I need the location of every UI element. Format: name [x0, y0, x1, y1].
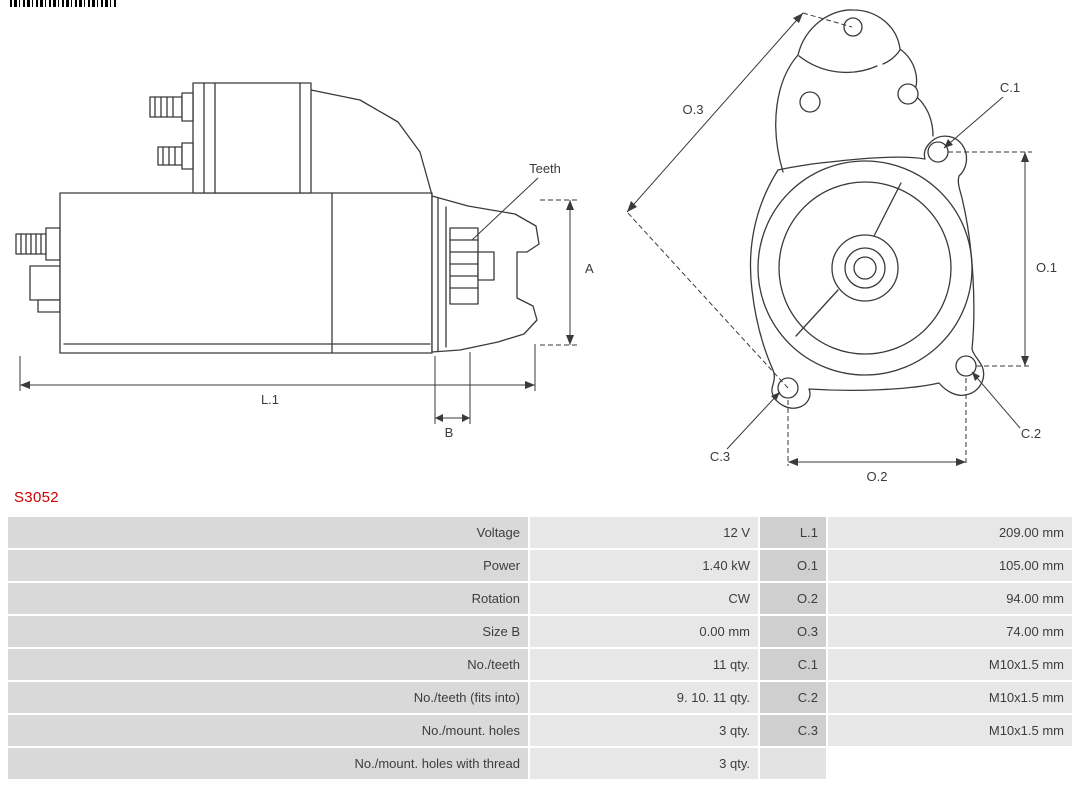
top-bracket: [775, 9, 934, 173]
motor-body: [59, 192, 433, 354]
spec-value: 9. 10. 11 qty.: [530, 682, 758, 713]
starter-motor-diagram: Teeth A L.1 B: [15, 9, 1057, 484]
dim-value: 94.00 mm: [828, 583, 1072, 614]
callout-c2: C.2: [971, 371, 1041, 441]
dim-value: 74.00 mm: [828, 616, 1072, 647]
dim-label-o2: O.2: [867, 469, 888, 484]
table-row: Size B 0.00 mm O.3 74.00 mm: [8, 616, 1072, 647]
dim-code: O.1: [760, 550, 826, 581]
spec-label: No./mount. holes with thread: [8, 748, 528, 779]
dimension-o3: O.3: [626, 12, 853, 389]
part-number: S3052: [14, 489, 59, 506]
dim-label-c2: C.2: [1021, 426, 1041, 441]
technical-drawing: Teeth A L.1 B: [15, 9, 1057, 484]
teeth-leader-line: [471, 177, 539, 241]
solenoid: [149, 82, 433, 196]
spec-value: 3 qty.: [530, 748, 758, 779]
dim-label-c1: C.1: [1000, 80, 1020, 95]
dim-code: O.2: [760, 583, 826, 614]
spec-label: No./teeth: [8, 649, 528, 680]
dimension-o2: O.2: [787, 378, 967, 484]
callout-c3: C.3: [710, 391, 781, 464]
table-row: No./teeth 11 qty. C.1 M10x1.5 mm: [8, 649, 1072, 680]
bracket-hole-top: [843, 17, 863, 37]
mounting-flange: [749, 135, 985, 409]
terminal-bolt: [15, 227, 61, 313]
spec-value: 12 V: [530, 517, 758, 548]
table-row: No./teeth (fits into) 9. 10. 11 qty. C.2…: [8, 682, 1072, 713]
dim-label-c3: C.3: [710, 449, 730, 464]
dimension-a: A: [540, 199, 594, 346]
dim-code: L.1: [760, 517, 826, 548]
spec-value: 3 qty.: [530, 715, 758, 746]
table-row: Rotation CW O.2 94.00 mm: [8, 583, 1072, 614]
dim-code: O.3: [760, 616, 826, 647]
table-row: Voltage 12 V L.1 209.00 mm: [8, 517, 1072, 548]
dim-label-l1: L.1: [261, 392, 279, 407]
spec-label: Voltage: [8, 517, 528, 548]
dim-code: C.3: [760, 715, 826, 746]
side-view: Teeth A L.1 B: [15, 82, 594, 440]
dim-value: 105.00 mm: [828, 550, 1072, 581]
spec-label: No./mount. holes: [8, 715, 528, 746]
spec-table: Voltage 12 V L.1 209.00 mm Power 1.40 kW…: [8, 517, 1072, 781]
spec-value: 1.40 kW: [530, 550, 758, 581]
dim-code: [760, 748, 826, 779]
spec-label: Rotation: [8, 583, 528, 614]
spec-value: CW: [530, 583, 758, 614]
dim-value: M10x1.5 mm: [828, 682, 1072, 713]
spec-label: Power: [8, 550, 528, 581]
dim-value: M10x1.5 mm: [828, 715, 1072, 746]
dim-value: M10x1.5 mm: [828, 649, 1072, 680]
pinion-gear: [449, 227, 495, 305]
bracket-hole-right: [897, 83, 919, 105]
barcode: [10, 0, 116, 7]
dim-code: C.1: [760, 649, 826, 680]
table-row: No./mount. holes with thread 3 qty.: [8, 748, 1072, 779]
dimension-b: B: [434, 352, 471, 440]
table-row: Power 1.40 kW O.1 105.00 mm: [8, 550, 1072, 581]
dim-label-o3: O.3: [683, 102, 704, 117]
front-view: O.3 O.1 O.2 C.1: [626, 9, 1057, 484]
teeth-label: Teeth: [529, 161, 561, 176]
bracket-hole-left: [799, 91, 821, 113]
dim-label-a: A: [585, 261, 594, 276]
table-row: No./mount. holes 3 qty. C.3 M10x1.5 mm: [8, 715, 1072, 746]
callout-c1: C.1: [943, 80, 1020, 149]
spec-value: 0.00 mm: [530, 616, 758, 647]
dim-code: C.2: [760, 682, 826, 713]
dim-value: [828, 748, 1072, 779]
dimension-l1: L.1: [19, 344, 536, 407]
spec-label: No./teeth (fits into): [8, 682, 528, 713]
dim-label-b: B: [445, 425, 454, 440]
mounting-hole-c1: [927, 141, 949, 163]
dim-label-o1: O.1: [1036, 260, 1057, 275]
dim-value: 209.00 mm: [828, 517, 1072, 548]
bearing-face: [757, 160, 973, 376]
spec-value: 11 qty.: [530, 649, 758, 680]
dimension-o1: O.1: [948, 151, 1057, 367]
spec-label: Size B: [8, 616, 528, 647]
